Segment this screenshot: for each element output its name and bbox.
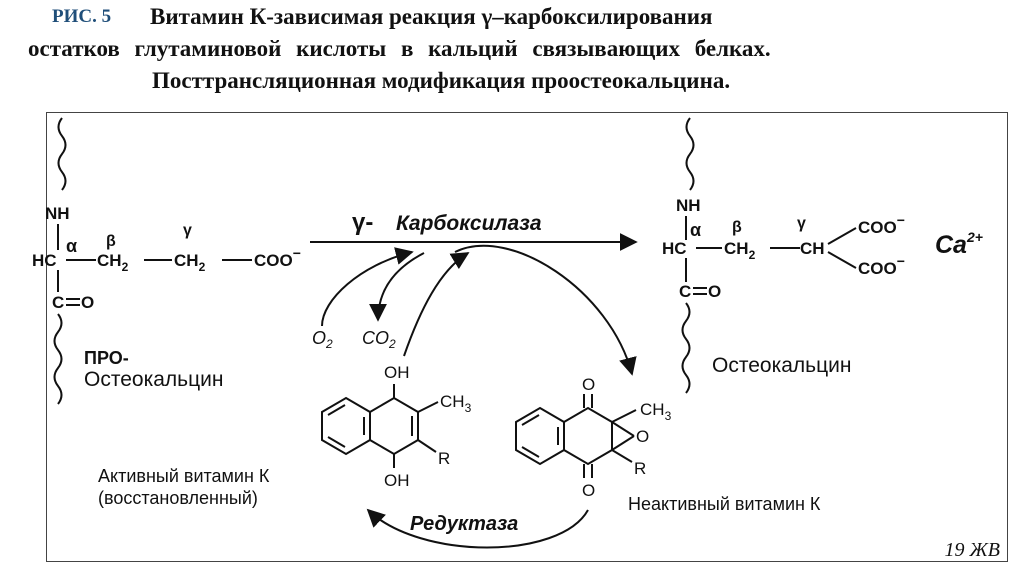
beta-label: β — [106, 233, 116, 250]
hc-label: HC — [662, 239, 687, 258]
aromatic-bond-2 — [327, 436, 346, 448]
title-line-1: Витамин К-зависимая реакция γ–карбоксили… — [150, 4, 713, 29]
r-label: R — [438, 449, 450, 468]
pro-osteocalcin-structure: NH HC α β γ CH2 CH2 COO− C O ПРО- Остеок… — [32, 117, 301, 405]
co2-label: CO2 — [362, 328, 396, 351]
alpha-label: α — [690, 220, 701, 240]
bond-to-r — [417, 439, 437, 453]
coo-top: COO− — [858, 212, 905, 237]
co2-arrow — [369, 252, 425, 322]
carbonyl-c: C — [52, 293, 64, 312]
oh-bottom: OH — [384, 471, 410, 490]
second-ring — [369, 396, 419, 456]
vitamin-out-arrow — [454, 244, 637, 376]
hc-label: HC — [32, 251, 57, 270]
bond-to-ch3 — [611, 409, 637, 423]
gamma-label: γ — [797, 215, 806, 232]
ch2-group: CH2 — [724, 239, 756, 262]
reduced-label: (восстановленный) — [98, 488, 258, 508]
inactive-vitamin-label: Неактивный витамин К — [628, 494, 821, 514]
aromatic-bond-1 — [327, 404, 346, 416]
osteocalcin-structure: NH α β γ HC CH2 CH COO− COO− Ca2+ C O Ос… — [662, 117, 983, 394]
active-vitamin-k-labels: OH OH CH3 R Активный витамин К (восстано… — [98, 363, 472, 508]
bond-to-r — [611, 449, 633, 463]
o2-arrow — [321, 247, 414, 327]
carbonyl-o: O — [708, 282, 721, 301]
quinone-ring — [563, 406, 613, 466]
aromatic-bond-1 — [521, 414, 540, 426]
o-top: O — [582, 375, 595, 394]
epoxide-bond-1 — [611, 421, 635, 437]
inactive-vitamin-k-structure — [515, 394, 637, 478]
r-label: R — [634, 459, 646, 478]
reductase-arrow — [366, 508, 589, 549]
pro-label: ПРО- — [84, 348, 129, 368]
chain-wave-bottom — [681, 302, 691, 394]
carboxylase-prefix: γ- — [352, 209, 373, 236]
reductase-label: Редуктаза — [410, 513, 518, 535]
ch-group: CH — [800, 239, 825, 258]
diagram-frame — [46, 112, 1008, 562]
active-vitamin-k-structure — [321, 384, 439, 468]
slide-header: РИС. 5 Витамин К-зависимая реакция γ–кар… — [0, 0, 1024, 105]
benzene-ring — [515, 406, 565, 466]
oh-top: OH — [384, 363, 410, 382]
active-vitamin-label: Активный витамин К — [98, 466, 270, 486]
chain-wave-top — [57, 117, 67, 191]
ch3-label: CH3 — [640, 400, 672, 423]
carboxylase-label: Карбоксилаза — [396, 212, 542, 235]
pro-osteocalcin-label: Остеокальцин — [84, 368, 223, 391]
calcium-ion: Ca2+ — [935, 229, 983, 259]
reductase-reaction: Редуктаза — [366, 508, 589, 549]
o-bottom: O — [582, 481, 595, 500]
osteocalcin-label: Остеокальцин — [712, 354, 851, 377]
bond-ch-coo-top — [827, 227, 857, 245]
carbonyl-c: C — [679, 282, 691, 301]
slide-corner-label: 19 ЖВ — [944, 539, 1000, 561]
nh-label: NH — [45, 204, 70, 223]
epoxide-bond-2 — [611, 435, 635, 451]
figure-label: РИС. 5 — [52, 6, 112, 27]
ch2-first: CH2 — [97, 251, 129, 274]
aromatic-bond-2 — [521, 446, 540, 458]
bond-to-ch3 — [417, 401, 439, 413]
carbonyl-o: O — [81, 293, 94, 312]
chain-wave-bottom — [53, 313, 63, 405]
bond-ch-coo-bottom — [827, 251, 857, 269]
carboxylase-reaction: γ- Карбоксилаза O2 CO2 — [310, 209, 638, 376]
gamma-label: γ — [183, 222, 192, 239]
o2-label: O2 — [312, 328, 333, 351]
title-line-2: остатков глутаминовой кислоты в кальций … — [28, 36, 771, 61]
coo-group: COO− — [254, 245, 301, 270]
nh-label: NH — [676, 196, 701, 215]
chain-wave-top — [685, 117, 695, 191]
o-epoxide: O — [636, 427, 649, 446]
coo-bottom: COO− — [858, 253, 905, 278]
alpha-label: α — [66, 236, 77, 256]
vitamin-in-arrow — [403, 252, 470, 357]
title-line-3: Посттрансляционная модификация проостеок… — [152, 68, 731, 93]
ch2-second: CH2 — [174, 251, 206, 274]
ch3-label: CH3 — [440, 392, 472, 415]
benzene-ring — [321, 396, 371, 456]
inactive-vitamin-k-labels: O O O CH3 R Неактивный витамин К — [582, 375, 821, 514]
beta-label: β — [732, 219, 742, 236]
